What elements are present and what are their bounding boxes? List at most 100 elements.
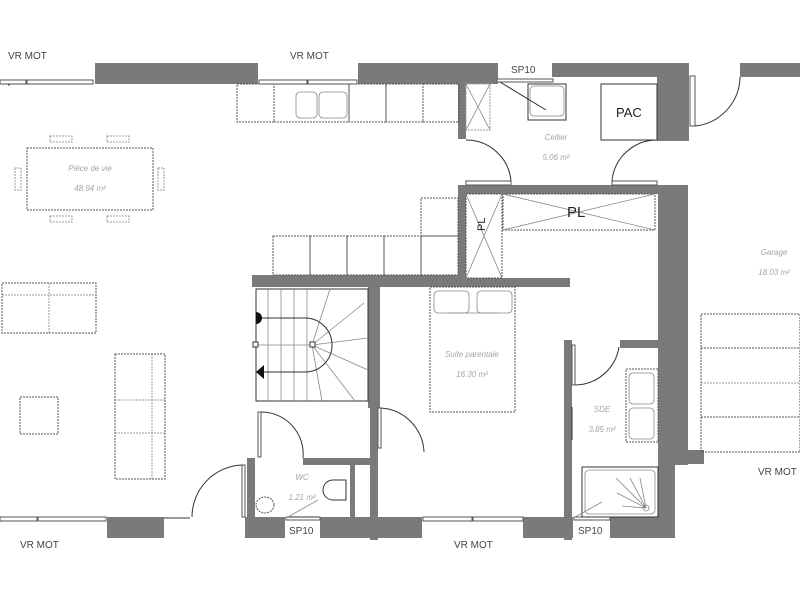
- wall-bottom-1: [107, 517, 164, 538]
- sp10-swing: [574, 501, 603, 518]
- room-name: Pièce de vie: [68, 164, 112, 173]
- pac-label: PAC: [616, 105, 642, 120]
- window-sp10-top: [496, 78, 554, 83]
- door-leaf: [257, 411, 262, 458]
- kitchen-cabinet: [236, 83, 275, 123]
- wall-wc-top: [303, 458, 378, 465]
- garage-door-leaf: [689, 75, 696, 127]
- chair: [106, 215, 130, 223]
- kitchen-cabinet: [348, 83, 387, 123]
- window-bottom-left-b: [37, 516, 107, 522]
- wall-top-3: [552, 63, 689, 77]
- room-area: 18.03 m²: [758, 268, 790, 277]
- wall-wc-inner: [350, 465, 355, 517]
- wall-top-2: [358, 63, 498, 84]
- room-garage: Garage 18.03 m²: [748, 248, 800, 277]
- kitchen-sink-unit: [273, 83, 350, 123]
- door-swing: [260, 411, 304, 459]
- storage-unit: [383, 235, 422, 276]
- room-name: Garage: [760, 248, 788, 257]
- vanity: [625, 368, 659, 443]
- chair: [49, 215, 73, 223]
- storage-unit: [420, 235, 459, 276]
- opening-label: SP10: [289, 526, 314, 537]
- pillow: [433, 290, 470, 314]
- window-bottom-left-a: [0, 516, 38, 522]
- wall-sde-left: [564, 340, 572, 540]
- door-leaf: [377, 407, 382, 449]
- room-wc: WC 1.21 m²: [282, 473, 322, 502]
- room-sde: SDE 3.85 m²: [582, 405, 622, 434]
- placard-label: PL: [476, 217, 488, 231]
- kitchen-cabinet: [385, 83, 424, 123]
- door-leaf: [465, 180, 512, 186]
- placard-small: [465, 193, 503, 279]
- wall-garage-stub: [688, 450, 704, 464]
- wall-bottom-4: [610, 517, 675, 538]
- window-top-left-b: [26, 79, 94, 85]
- wall-garage-left: [658, 185, 688, 465]
- storage-unit: [346, 235, 385, 276]
- chair: [49, 135, 73, 143]
- pillow: [476, 290, 513, 314]
- room-area: 16.30 m²: [456, 370, 488, 379]
- storage-unit: [272, 235, 311, 276]
- wall-wc-left: [247, 458, 255, 538]
- wall-cellier-left: [458, 63, 466, 139]
- room-name: SDE: [593, 405, 611, 414]
- wall-pl-left: [458, 185, 466, 280]
- opening-label: SP10: [578, 526, 603, 537]
- sofa: [114, 353, 166, 480]
- room-cellier: Cellier 5.06 m²: [526, 133, 586, 162]
- dining-table: [26, 147, 154, 211]
- room-name: WC: [295, 473, 309, 482]
- wc-basin: [255, 496, 275, 514]
- door-swing: [465, 139, 512, 182]
- opening-label: SP10: [511, 65, 536, 76]
- wall-sde-top: [620, 340, 665, 348]
- storage-unit: [420, 197, 459, 237]
- placard-label: PL: [567, 204, 586, 221]
- door-swing: [611, 139, 658, 182]
- room-area: 1.21 m²: [288, 493, 316, 502]
- window-bottom-mid-a: [422, 516, 473, 522]
- pac-unit: [600, 83, 658, 141]
- wall-bottom-wc-a: [245, 517, 285, 538]
- wall-stairs-top: [252, 275, 462, 287]
- stair-direction: [260, 317, 333, 373]
- sp10-swing: [499, 81, 547, 111]
- window-top-mid-b: [307, 79, 358, 85]
- room-area: 3.85 m²: [588, 425, 616, 434]
- room-piece-de-vie: Pièce de vie 48.94 m²: [55, 164, 125, 193]
- opening-label: VR MOT: [20, 540, 59, 551]
- wall-wc-right: [370, 405, 378, 540]
- sink-bowl: [318, 91, 348, 119]
- door-swing: [191, 464, 243, 518]
- chair: [157, 167, 165, 191]
- chair: [14, 167, 22, 191]
- window-top-mid-a: [258, 79, 308, 85]
- stair-arrow-icon: [256, 365, 264, 379]
- room-name: Cellier: [544, 133, 568, 142]
- cellier-shower: [465, 83, 491, 131]
- wall-bottom-wc-b: [320, 517, 422, 538]
- room-area: 48.94 m²: [74, 184, 106, 193]
- wall-suite-top: [458, 278, 570, 287]
- door-leaf: [241, 464, 246, 518]
- wall-top-garage: [740, 63, 800, 77]
- opening-label: VR MOT: [454, 540, 493, 551]
- wall-cellier-bottom: [458, 185, 688, 194]
- coffee-table: [19, 396, 59, 435]
- cellier-sink: [527, 83, 567, 121]
- kitchen-cabinet: [422, 83, 460, 123]
- door-swing: [380, 407, 425, 453]
- bed: [429, 286, 516, 413]
- storage-unit: [309, 235, 348, 276]
- sink-bowl: [295, 91, 318, 119]
- door-leaf: [611, 180, 658, 186]
- wall-stairs-right: [368, 283, 380, 408]
- wall-cellier-right: [657, 63, 689, 141]
- wall-bottom-3: [523, 517, 573, 538]
- stair-start-icon: [256, 312, 262, 324]
